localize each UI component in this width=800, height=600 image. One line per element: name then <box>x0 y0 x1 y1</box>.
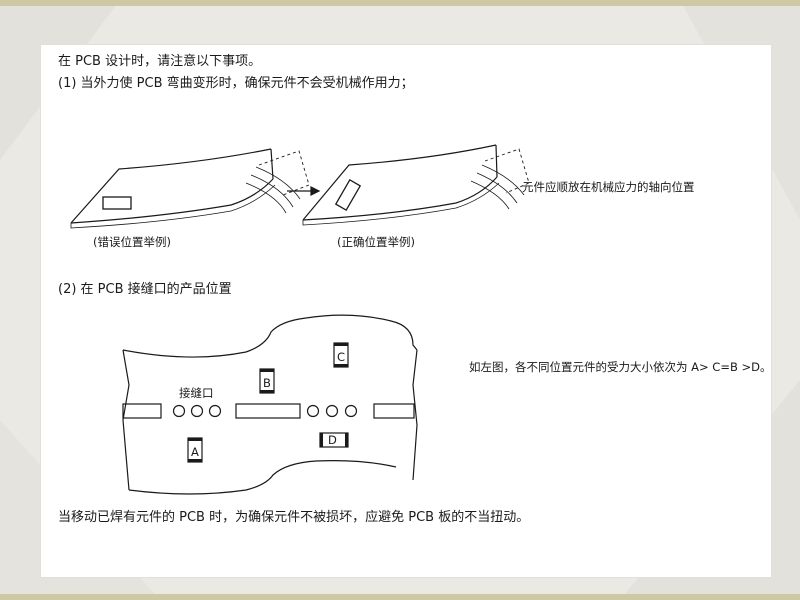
seam-label: 接缝口 <box>179 386 214 400</box>
component-correct <box>334 178 362 212</box>
pcb-bending-diagram: (错误位置举例) (正确位置举例) 接缝口 A <box>70 144 530 495</box>
component-wrong <box>102 196 132 210</box>
point-3-text: 当移动已焊有元件的 PCB 时，为确保元件不被损坏，应避免 PCB 板的不当扭动… <box>58 510 530 525</box>
correct-caption: (正确位置举例) <box>337 235 415 249</box>
wrong-caption: (错误位置举例) <box>93 235 171 249</box>
component-a: A <box>187 437 203 463</box>
label-b: B <box>263 376 271 390</box>
arrow-icon <box>287 186 321 196</box>
wrong-placement-board <box>70 148 310 229</box>
component-c: C <box>333 342 349 368</box>
top-frame-bar <box>0 0 800 6</box>
label-a: A <box>191 445 199 459</box>
correct-placement-board <box>302 144 530 226</box>
label-d: D <box>328 433 337 447</box>
point-2-text: (2) 在 PCB 接缝口的产品位置 <box>58 282 232 297</box>
label-c: C <box>337 350 345 364</box>
side-note-stress-order: 如左图，各不同位置元件的受力大小依次为 A> C=B >D。 <box>469 360 772 374</box>
component-d: D <box>319 432 349 448</box>
intro-line: 在 PCB 设计时，请注意以下事项。 <box>58 54 262 69</box>
point-1-text: (1) 当外力使 PCB 弯曲变形时，确保元件不会受机械作用力； <box>58 76 414 91</box>
bottom-frame-bar <box>0 594 800 600</box>
side-note-axial: 元件应顺放在机械应力的轴向位置 <box>522 180 695 194</box>
pcb-seam-diagram <box>122 314 418 495</box>
component-b: B <box>259 368 275 394</box>
slide-content: 在 PCB 设计时，请注意以下事项。 (1) 当外力使 PCB 弯曲变形时，确保… <box>40 44 772 578</box>
